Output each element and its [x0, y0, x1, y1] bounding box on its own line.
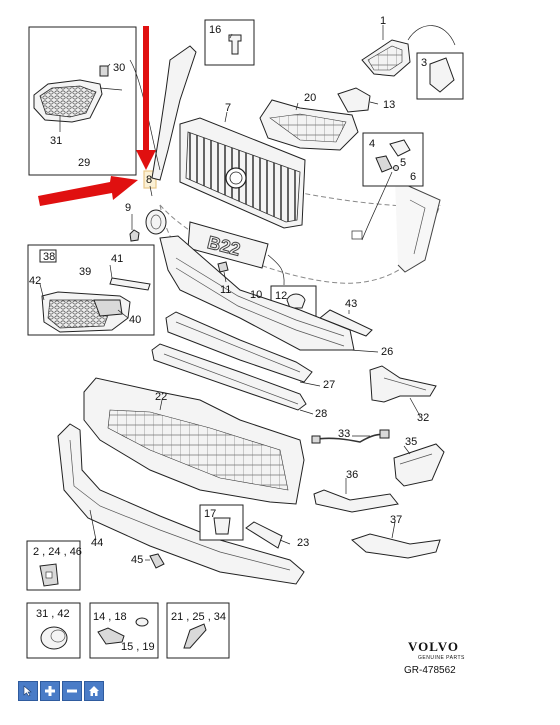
- label-11: 11: [220, 284, 231, 296]
- label-31-42: 31 , 42: [36, 608, 70, 620]
- label-4: 4: [369, 138, 375, 150]
- label-12: 12: [275, 290, 287, 302]
- brand-tagline: GENUINE PARTS: [418, 655, 465, 661]
- zoom-in-button[interactable]: [40, 681, 60, 701]
- diagram-toolbar: [18, 681, 104, 701]
- label-43: 43: [345, 298, 357, 310]
- label-2-24-46: 2 , 24 , 46: [33, 546, 82, 558]
- part-27-lower-absorber: [165, 311, 313, 383]
- part-45-clip: [149, 553, 165, 569]
- horizontal-arrow: [38, 176, 138, 206]
- label-41: 41: [111, 253, 123, 265]
- label-40: 40: [129, 314, 141, 326]
- part-43-trim-strip: [319, 309, 373, 337]
- part-37-trim-strip: [351, 533, 441, 559]
- label-13: 13: [383, 99, 395, 111]
- home-icon: [89, 686, 99, 696]
- label-16: 16: [209, 24, 221, 36]
- label-44: 44: [91, 537, 103, 549]
- part-1-bracket: [361, 25, 456, 77]
- label-45: 45: [131, 554, 143, 566]
- part-16-clip-box: [204, 19, 255, 66]
- label-33: 33: [338, 428, 350, 440]
- part-32-bracket: [369, 365, 437, 403]
- part-11-bolt: [217, 261, 229, 273]
- part-29-grille-insert-box: [28, 26, 137, 176]
- brand-name: VOLVO: [408, 639, 459, 654]
- part-36-trim-strip: [313, 489, 399, 513]
- label-38: 38: [43, 251, 55, 263]
- label-36: 36: [346, 469, 358, 481]
- part-labels: 1 3 16 30 29 31 7 20 13 4 5 6 8 9 10 11 …: [29, 15, 429, 653]
- volvo-branding: VOLVO GENUINE PARTS GR-478562: [404, 639, 465, 676]
- part-26-impact-absorber: [159, 235, 355, 351]
- label-29: 29: [78, 157, 90, 169]
- label-17: 17: [204, 508, 216, 520]
- label-28: 28: [315, 408, 327, 420]
- zoom-in-icon: [45, 686, 55, 696]
- fastener-box-14-18-15-19: [89, 602, 159, 659]
- label-10: 10: [250, 289, 262, 301]
- part-38-fog-lamp-cover-box: [27, 244, 155, 336]
- part-33-wiring-harness: [311, 429, 390, 444]
- part-9-camera-mount: [129, 209, 167, 242]
- label-6: 6: [410, 171, 416, 183]
- part-22-undertray: [83, 377, 305, 505]
- label-14-18: 14 , 18: [93, 611, 127, 623]
- home-button[interactable]: [84, 681, 104, 701]
- label-21-25-34: 21 , 25 , 34: [171, 611, 226, 623]
- label-26: 26: [381, 346, 393, 358]
- part-44-lower-bumper: [57, 423, 305, 585]
- part-28-lower-beam: [151, 343, 307, 411]
- label-30: 30: [113, 62, 125, 74]
- label-20: 20: [304, 92, 316, 104]
- label-32: 32: [417, 412, 429, 424]
- label-35: 35: [405, 436, 417, 448]
- zoom-out-icon: [67, 689, 77, 693]
- label-5: 5: [400, 157, 406, 169]
- fastener-box-2-24-46: [26, 540, 81, 591]
- vertical-arrow-head: [136, 150, 156, 170]
- label-27: 27: [323, 379, 335, 391]
- fastener-box-31-42: [26, 602, 81, 659]
- part-13-bracket: [337, 87, 371, 113]
- label-9: 9: [125, 202, 131, 214]
- reference-number: GR-478562: [404, 665, 456, 676]
- label-15-19: 15 , 19: [121, 641, 155, 653]
- label-1: 1: [380, 15, 386, 27]
- label-23: 23: [297, 537, 309, 549]
- cursor-button[interactable]: [18, 681, 38, 701]
- vertical-arrow-shaft: [143, 26, 149, 154]
- highlight-arrows: [38, 26, 156, 206]
- leader-lines: [39, 25, 421, 561]
- part-35-lamp-housing: [393, 443, 445, 487]
- label-42: 42: [29, 275, 41, 287]
- label-3: 3: [421, 57, 427, 69]
- fastener-box-21-25-34: [166, 602, 230, 659]
- part-4-5-6-sensor-box: [361, 132, 424, 241]
- part-17-clip-box: [199, 504, 244, 541]
- part-7-front-grille: [179, 117, 306, 229]
- label-8: 8: [146, 174, 152, 186]
- label-7: 7: [225, 102, 231, 114]
- label-39: 39: [79, 266, 91, 278]
- cursor-icon: [23, 685, 32, 697]
- label-22: 22: [155, 391, 167, 403]
- part-23-trim: [245, 521, 283, 549]
- zoom-out-button[interactable]: [62, 681, 82, 701]
- part-3-clip-box: [416, 52, 464, 100]
- part-20-bracket: [259, 99, 359, 151]
- label-37: 37: [390, 514, 402, 526]
- label-31: 31: [50, 135, 62, 147]
